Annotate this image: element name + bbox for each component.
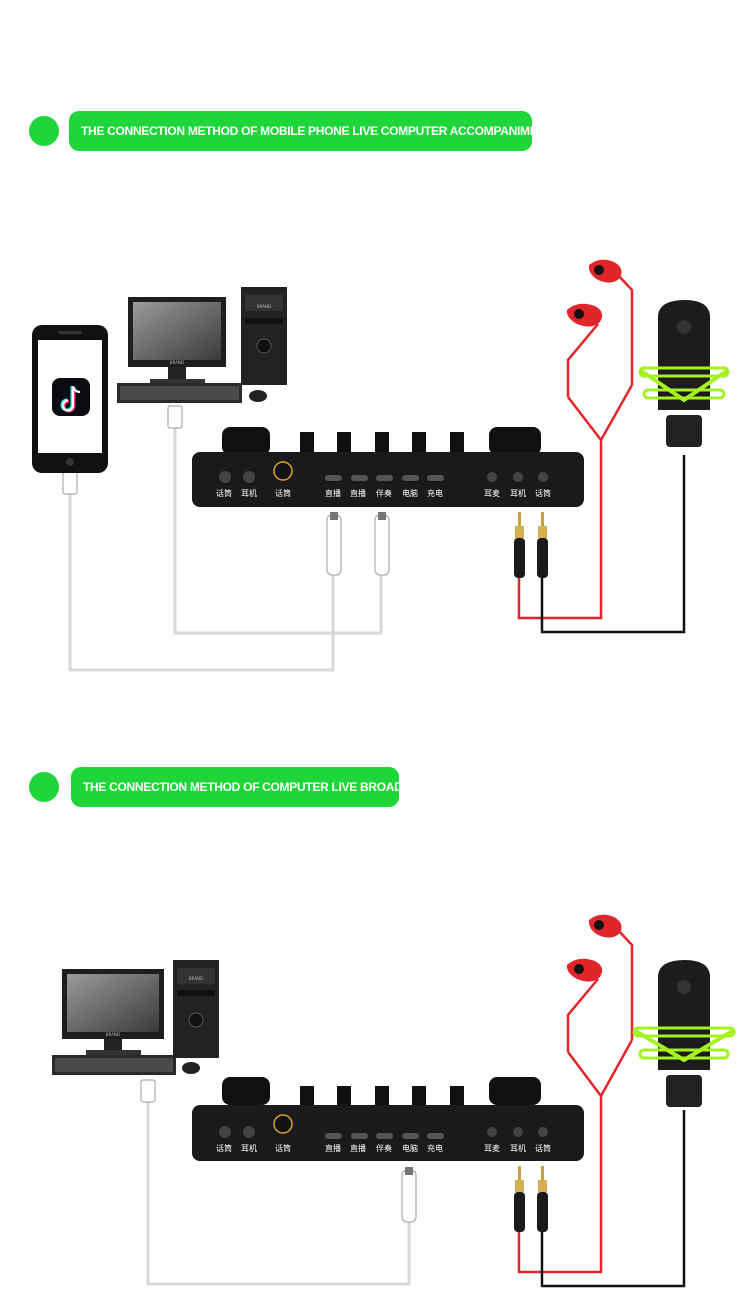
section-2-bullet-dot <box>29 772 59 802</box>
tiktok-icon <box>52 378 90 416</box>
usb-cable <box>146 1090 411 1286</box>
port-label: 直播 <box>350 488 366 498</box>
microphone-cable <box>540 1110 686 1288</box>
earphone-cable <box>517 1039 634 1274</box>
sound-card: 话筒 耳机 话筒 直播 直播 伴奏 电脑 充电 耳麦 耳机 话筒 <box>192 1077 584 1161</box>
port-label: 直播 <box>325 1143 341 1153</box>
audio-plugs <box>514 512 548 578</box>
section-1-bullet-dot <box>29 116 59 146</box>
port-label: 话筒 <box>216 488 232 498</box>
usb-plug <box>401 1169 417 1223</box>
tower-brand-label: BRAND <box>189 976 203 981</box>
port-label: 直播 <box>325 488 341 498</box>
audio-plugs <box>514 1166 548 1232</box>
monitor-brand-label: BRAND <box>170 360 184 365</box>
port-label: 耳机 <box>510 1143 526 1153</box>
port-label: 电脑 <box>402 488 418 498</box>
section-2-diagram: BRAND BRAND 话筒 耳机 话筒 直播 直播 <box>52 914 736 1288</box>
earphones <box>566 259 634 397</box>
section-1-diagram: BRAND BRAND 话筒 耳机 话筒 直播 直播 <box>32 259 730 672</box>
port-label: 话筒 <box>275 488 291 498</box>
usb-plug <box>140 1079 156 1103</box>
port-label: 话筒 <box>535 488 551 498</box>
port-label: 充电 <box>427 488 443 498</box>
port-label: 耳麦 <box>484 488 500 498</box>
condenser-microphone <box>632 960 736 1107</box>
port-label: 话筒 <box>275 1143 291 1153</box>
port-label: 话筒 <box>216 1143 232 1153</box>
port-label: 充电 <box>427 1143 443 1153</box>
port-label: 直播 <box>350 1143 366 1153</box>
port-label: 伴奏 <box>376 1143 392 1153</box>
usb-plugs <box>62 405 390 576</box>
earphone-cable <box>517 384 634 620</box>
section-2-header: THE CONNECTION METHOD OF COMPUTER LIVE B… <box>0 767 750 817</box>
desktop-computer: BRAND BRAND <box>117 287 287 403</box>
port-label: 电脑 <box>402 1143 418 1153</box>
desktop-computer: BRAND BRAND <box>52 960 219 1075</box>
section-1-header: THE CONNECTION METHOD OF MOBILE PHONE LI… <box>0 111 750 161</box>
earphones <box>566 914 634 1052</box>
microphone-cable <box>540 455 686 634</box>
sound-card: 话筒 耳机 话筒 直播 直播 伴奏 电脑 充电 耳麦 耳机 话筒 <box>192 427 584 507</box>
section-2-title: THE CONNECTION METHOD OF COMPUTER LIVE B… <box>71 767 434 807</box>
tower-brand-label: BRAND <box>257 304 271 309</box>
port-label: 耳机 <box>241 1143 257 1153</box>
port-label: 耳麦 <box>484 1143 500 1153</box>
monitor-brand-label: BRAND <box>106 1032 120 1037</box>
condenser-microphone <box>638 300 730 447</box>
port-label: 伴奏 <box>376 488 392 498</box>
section-1-title: THE CONNECTION METHOD OF MOBILE PHONE LI… <box>69 111 553 151</box>
port-label: 耳机 <box>241 488 257 498</box>
port-label: 耳机 <box>510 488 526 498</box>
usb-cables <box>68 415 383 672</box>
smartphone <box>32 325 108 473</box>
port-label: 话筒 <box>535 1143 551 1153</box>
